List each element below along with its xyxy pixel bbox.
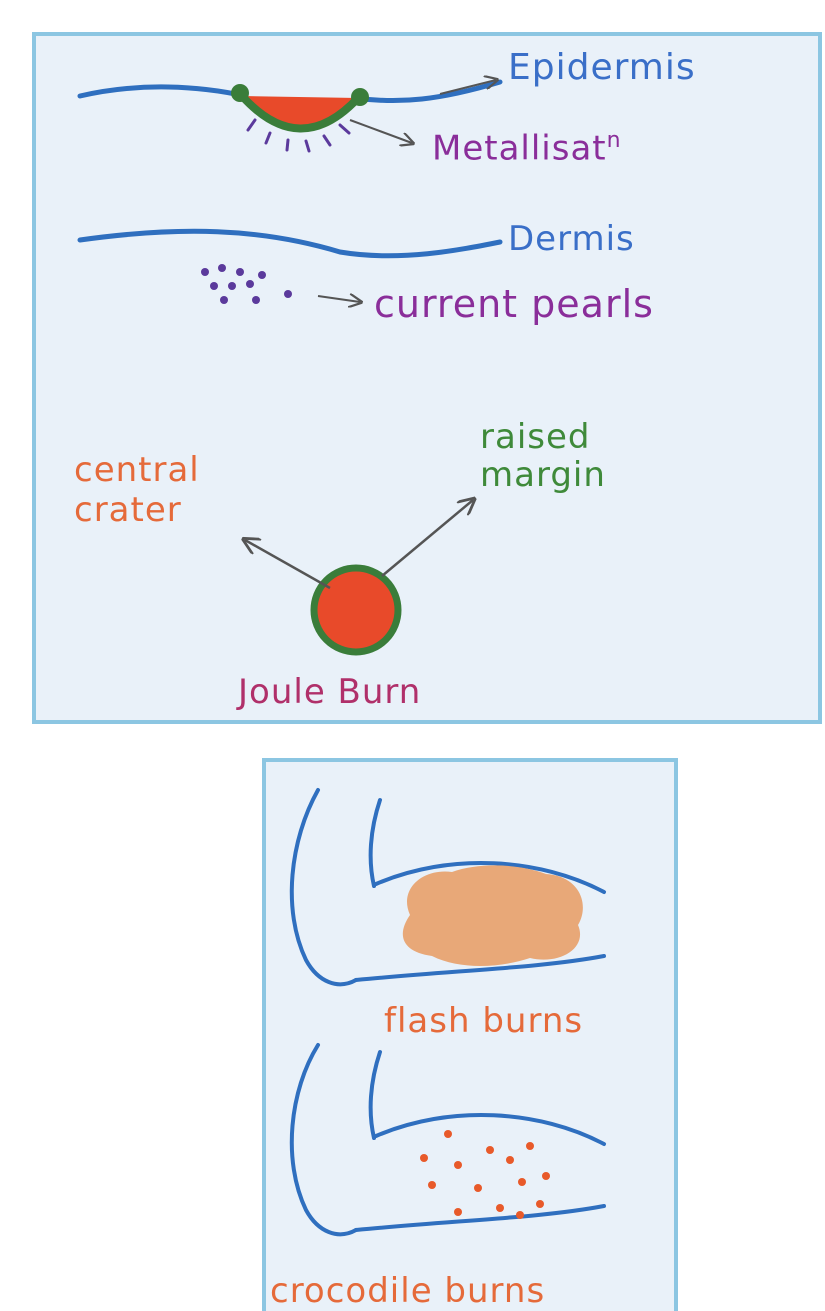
label-epidermis: Epidermis <box>508 50 696 86</box>
label-metallisation-sup: n <box>607 128 622 153</box>
flash-burn-area <box>403 865 583 966</box>
label-central-crater: central crater <box>74 450 200 530</box>
label-crocodile-burns: crocodile burns <box>270 1274 545 1308</box>
label-raised-margin-line1: raised <box>480 418 606 456</box>
label-current-pearls: current pearls <box>374 285 654 323</box>
label-raised-margin: raised margin <box>480 418 606 494</box>
label-raised-margin-line2: margin <box>480 456 606 494</box>
label-flash-burns: flash burns <box>384 1004 583 1038</box>
label-joule-burn: Joule Burn <box>238 675 421 709</box>
label-central-crater-line2: crater <box>74 490 200 530</box>
crocodile-burn-spots <box>420 1130 550 1219</box>
label-dermis: Dermis <box>508 222 635 256</box>
crocodile-limb <box>292 1045 604 1234</box>
label-central-crater-line1: central <box>74 450 200 490</box>
label-metallisation-text: Metallisat <box>432 128 607 168</box>
label-metallisation: Metallisatn <box>432 130 622 165</box>
